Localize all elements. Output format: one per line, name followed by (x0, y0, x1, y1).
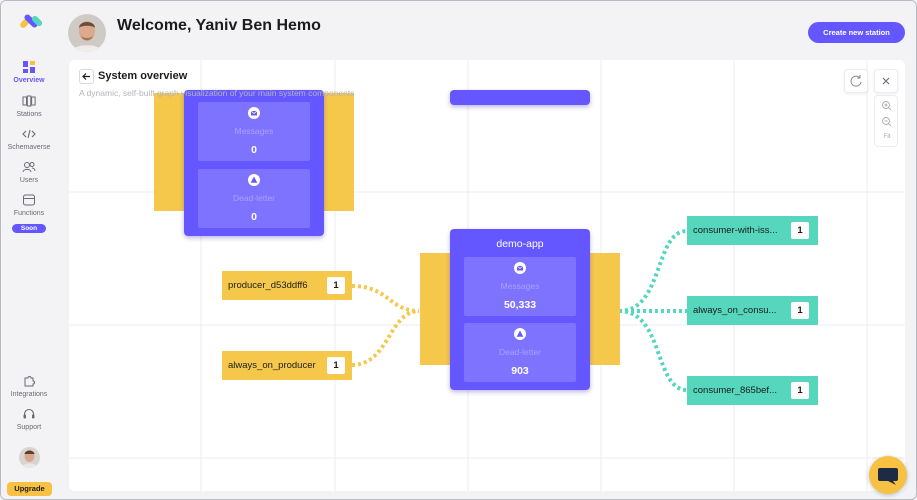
sidebar-item-label: Functions (13, 210, 45, 217)
zoom-controls: Fit (874, 95, 898, 147)
page-title: Welcome, Yaniv Ben Hemo (117, 17, 321, 34)
sidebar-item-users[interactable]: Users (1, 160, 57, 184)
consumer-name: always_on_consu... (693, 305, 777, 316)
consumer-count: 1 (791, 382, 809, 399)
producer-link (351, 309, 420, 367)
warning-icon (248, 174, 260, 186)
back-button[interactable] (79, 69, 94, 84)
sidebar-item-functions[interactable]: Functions Soon (1, 193, 57, 235)
dead-letter-metric: Dead-letter 903 (464, 323, 576, 382)
users-icon (22, 162, 36, 173)
sidebar-item-label: Integrations (10, 391, 48, 398)
grid-icon (23, 61, 35, 73)
envelope-icon (248, 107, 260, 119)
sidebar-item-overview[interactable]: Overview (1, 60, 57, 84)
sidebar: Overview Stations Schemaverse Users (1, 1, 57, 499)
envelope-icon (514, 262, 526, 274)
zoom-in-button[interactable] (875, 99, 899, 113)
chat-icon (878, 468, 898, 485)
consumer-link (618, 309, 688, 392)
station-node-demo-app[interactable]: demo-app Messages 50,333 Dead-letter 903 (450, 229, 590, 390)
sidebar-item-stations[interactable]: Stations (1, 94, 57, 118)
panel-subtitle: A dynamic, self-built graph visualizatio… (79, 88, 355, 98)
producer-name: producer_d53ddff6 (228, 280, 308, 291)
close-button[interactable] (874, 69, 898, 93)
station-node[interactable]: Messages 0 Dead-letter 0 (184, 90, 324, 236)
headset-icon (23, 408, 35, 419)
zoom-in-icon (882, 101, 892, 111)
consumer-node[interactable]: consumer_865bef... 1 (687, 376, 818, 405)
sidebar-item-label: Stations (16, 111, 42, 118)
sidebar-item-label: Support (16, 424, 42, 431)
upgrade-button[interactable]: Upgrade (7, 482, 52, 496)
refresh-icon (850, 75, 862, 87)
soon-badge: Soon (11, 224, 47, 233)
station-node-partial[interactable] (450, 90, 590, 105)
producer-count: 1 (327, 357, 345, 374)
producer-name: always_on_producer (228, 360, 316, 371)
refresh-button[interactable] (844, 69, 868, 93)
consumer-name: consumer_865bef... (693, 385, 777, 396)
consumer-count: 1 (791, 302, 809, 319)
messages-metric: Messages 0 (198, 102, 310, 161)
arrow-left-icon (82, 73, 90, 80)
producer-node[interactable]: always_on_producer 1 (222, 351, 352, 380)
dead-letter-metric: Dead-letter 0 (198, 169, 310, 228)
sidebar-item-label: Schemaverse (7, 144, 51, 151)
warning-icon (514, 328, 526, 340)
functions-icon (23, 194, 35, 206)
panel-title: System overview (98, 70, 188, 82)
zoom-out-button[interactable] (875, 115, 899, 129)
sidebar-item-schemaverse[interactable]: Schemaverse (1, 127, 57, 151)
profile-avatar[interactable] (68, 14, 106, 52)
consumer-link (618, 229, 688, 313)
messages-metric: Messages 50,333 (464, 257, 576, 316)
stations-icon (22, 95, 36, 107)
code-icon (22, 129, 36, 139)
memphis-logo[interactable] (17, 10, 43, 32)
sidebar-item-integrations[interactable]: Integrations (1, 374, 57, 398)
station-name: demo-app (496, 238, 544, 250)
create-station-button[interactable]: Create new station (808, 22, 905, 43)
consumer-name: consumer-with-iss... (693, 225, 778, 236)
fit-button[interactable]: Fit (883, 133, 891, 140)
consumer-node[interactable]: consumer-with-iss... 1 (687, 216, 818, 245)
zoom-out-icon (882, 117, 892, 127)
system-overview-panel: Messages 0 Dead-letter 0 System overview… (69, 60, 905, 491)
consumer-count: 1 (791, 222, 809, 239)
avatar[interactable] (19, 447, 40, 468)
consumer-node[interactable]: always_on_consu... 1 (687, 296, 818, 325)
puzzle-icon (24, 376, 35, 387)
close-icon (882, 77, 890, 85)
sidebar-item-label: Users (19, 177, 39, 184)
sidebar-item-support[interactable]: Support (1, 407, 57, 431)
chat-button[interactable] (869, 456, 907, 494)
producer-count: 1 (327, 277, 345, 294)
sidebar-item-label: Overview (13, 77, 45, 84)
producer-node[interactable]: producer_d53ddff6 1 (222, 271, 352, 300)
producer-link (351, 284, 420, 313)
